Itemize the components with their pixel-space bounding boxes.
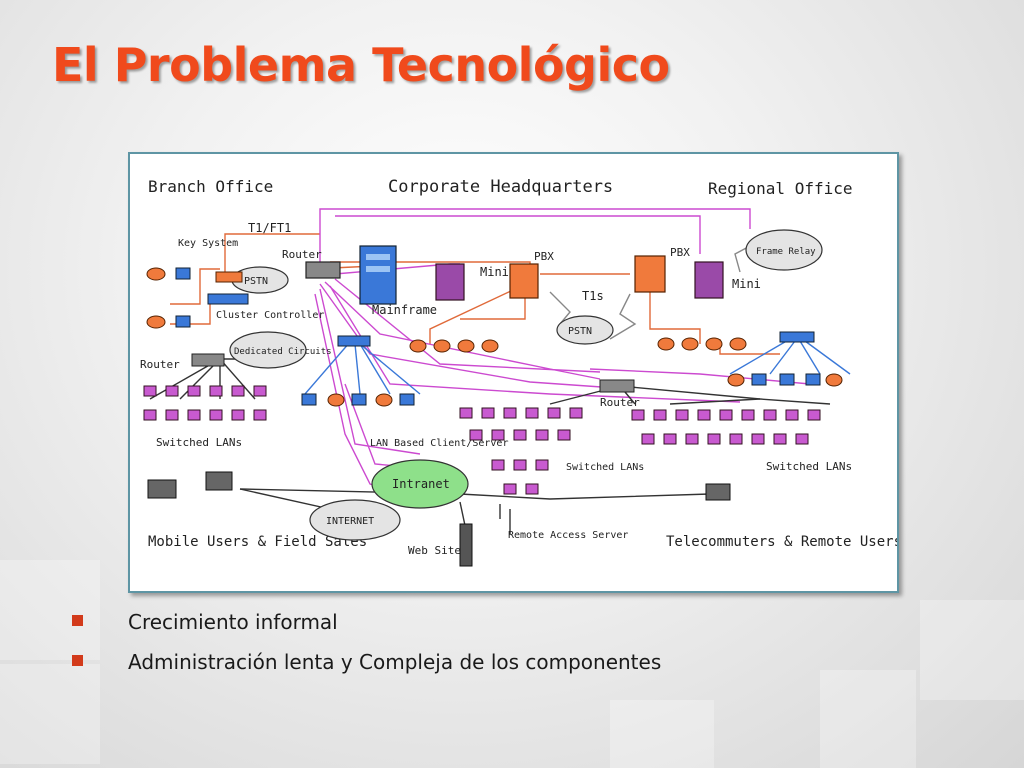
bullet-text: Crecimiento informal (128, 610, 338, 634)
hub-right-icon (779, 331, 815, 343)
cloud-intranet: Intranet (371, 459, 469, 509)
label-corporate-hq: Corporate Headquarters (388, 177, 613, 197)
label-telecommuters: Telecommuters & Remote Users (666, 534, 897, 550)
cloud-pstn-center: PSTN (556, 315, 614, 345)
pbx-left-icon (509, 263, 539, 299)
label-mini-left: Mini (480, 265, 509, 279)
phones (146, 267, 843, 407)
label-pbx-right: PBX (670, 246, 690, 259)
pbx-right-icon (634, 255, 666, 293)
mobile-laptops-icon (147, 471, 233, 499)
workstations-purple (143, 385, 821, 495)
bullet-text: Administración lenta y Compleja de los c… (128, 650, 662, 674)
label-router-right: Router (600, 396, 640, 409)
bullet-marker (72, 615, 83, 626)
background-tiles (0, 560, 1024, 768)
cloud-frame-relay: Frame Relay (745, 229, 823, 271)
label-switched-lans-left: Switched LANs (156, 436, 242, 449)
label-mini-right: Mini (732, 277, 761, 291)
svg-text:Intranet: Intranet (392, 477, 450, 491)
svg-text:INTERNET: INTERNET (326, 516, 374, 527)
router-top-icon (305, 261, 341, 279)
label-t1s: T1s (582, 289, 604, 303)
network-diagram-drawing: Branch Office Corporate Headquarters Reg… (140, 177, 897, 567)
label-cluster-controller: Cluster Controller (216, 310, 324, 321)
label-switched-lans-center: Switched LANs (566, 462, 644, 473)
cloud-dedicated-circuits: Dedicated Circuits (229, 331, 332, 369)
label-t1-ft1: T1/FT1 (248, 221, 291, 235)
network-links (149, 208, 851, 550)
label-branch-office: Branch Office (148, 177, 273, 196)
label-router-left: Router (140, 358, 180, 371)
label-mainframe: Mainframe (372, 303, 437, 317)
svg-text:Dedicated Circuits: Dedicated Circuits (234, 347, 332, 357)
workstations-blue (175, 267, 821, 406)
telecommuter-laptop-icon (705, 483, 731, 501)
svg-text:PSTN: PSTN (244, 276, 268, 287)
cluster-controller-icon (207, 293, 249, 305)
label-remote-access: Remote Access Server (508, 530, 628, 541)
slide-title: El Problema Tecnológico (52, 38, 670, 92)
mini-right-icon (694, 261, 724, 299)
label-key-system: Key System (178, 238, 238, 249)
router-right-icon (599, 379, 635, 393)
bullet-marker (72, 655, 83, 666)
web-server-icon (459, 523, 473, 567)
cloud-internet: INTERNET (309, 499, 401, 541)
svg-text:PSTN: PSTN (568, 326, 592, 337)
label-pbx-left: PBX (534, 250, 554, 263)
label-mobile-users: Mobile Users & Field Sales (148, 534, 367, 550)
mini-left-icon (435, 263, 465, 301)
label-regional-office: Regional Office (708, 179, 853, 198)
label-router-top: Router (282, 248, 322, 261)
svg-text:Frame Relay: Frame Relay (756, 247, 816, 257)
label-switched-lans-right: Switched LANs (766, 460, 852, 473)
hub-center-icon (337, 335, 371, 347)
key-system-icon (215, 271, 243, 283)
diagram-labels: Branch Office Corporate Headquarters Reg… (140, 177, 897, 557)
label-lan-based: LAN Based Client/Server (370, 438, 508, 449)
label-web-sites: Web Sites (408, 544, 468, 557)
network-diagram: Branch Office Corporate Headquarters Reg… (128, 152, 899, 593)
router-left-icon (191, 353, 225, 367)
mainframe-icon (359, 245, 397, 305)
